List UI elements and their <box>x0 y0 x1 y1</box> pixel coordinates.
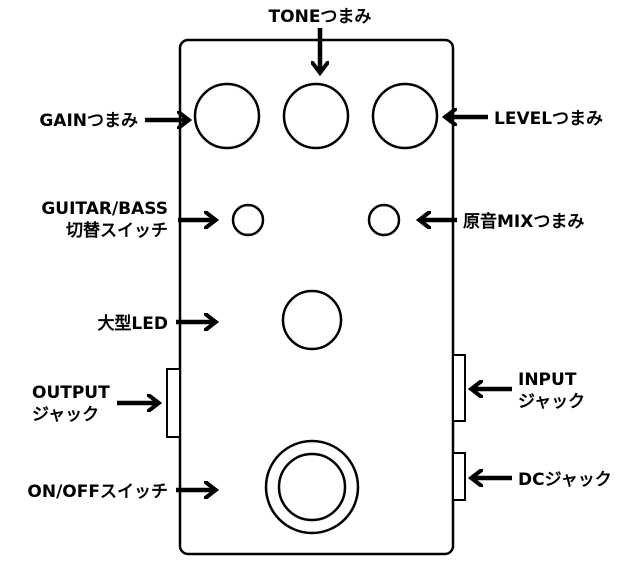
gain-knob <box>193 82 261 150</box>
output-label-line1: OUTPUT <box>32 383 110 403</box>
tone-knob <box>282 82 350 150</box>
mix-knob <box>367 203 401 237</box>
guitar-bass-switch <box>231 203 265 237</box>
mix-label: 原音MIXつまみ <box>463 211 584 232</box>
guitar-bass-label-line2: 切替スイッチ <box>66 220 168 241</box>
input-label-line1: INPUT <box>518 370 577 390</box>
dc-jack <box>452 452 466 501</box>
onoff-label: ON/OFFスイッチ <box>27 482 168 502</box>
dc-label: DCジャック <box>518 470 612 490</box>
level-label: LEVELつまみ <box>494 109 603 129</box>
level-knob <box>371 82 439 150</box>
output-label-line2: ジャック <box>32 405 99 425</box>
input-jack <box>452 354 466 422</box>
led-label: 大型LED <box>97 313 168 334</box>
tone-label: TONEつまみ <box>269 7 372 27</box>
gain-label: GAINつまみ <box>39 111 138 131</box>
input-label-line2: ジャック <box>518 392 585 412</box>
footswitch-inner <box>277 452 347 522</box>
large-led <box>281 289 343 351</box>
output-jack <box>166 368 181 438</box>
guitar-bass-label-line1: GUITAR/BASS <box>41 199 168 219</box>
